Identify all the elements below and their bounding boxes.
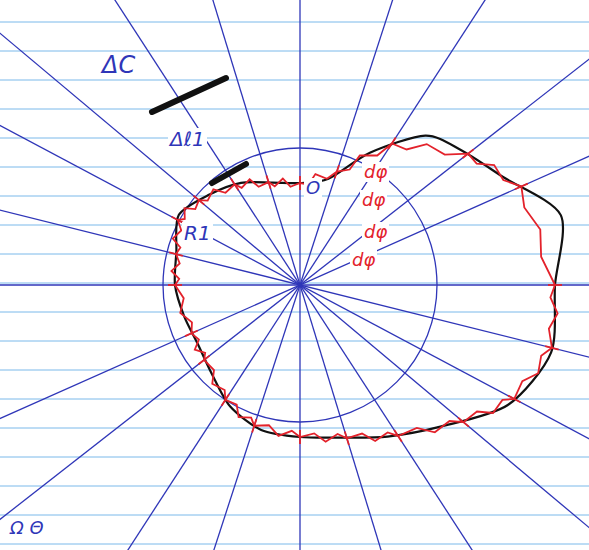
vertex-tick <box>231 178 239 190</box>
vertex-tick <box>252 419 256 432</box>
vertex-tick <box>185 330 198 336</box>
rule-line <box>0 399 589 400</box>
rule-line <box>0 312 589 313</box>
vertex-tick <box>545 346 559 349</box>
symbol-label: O <box>304 178 322 198</box>
vertex-tick <box>463 149 474 158</box>
label-slot: dφ <box>362 222 389 242</box>
label-slot: ΔC <box>100 52 137 78</box>
rule-line <box>0 370 589 371</box>
arc-element <box>152 78 226 112</box>
label-slot: O <box>304 178 322 198</box>
rule-line <box>0 80 589 81</box>
rule-line <box>0 254 589 255</box>
rule-line <box>0 428 589 429</box>
label-slot: Δℓ1 <box>168 128 207 150</box>
rule-line <box>0 486 589 487</box>
vertex-tick <box>169 252 183 255</box>
radial-line <box>0 26 589 543</box>
vertex-tick <box>458 418 469 427</box>
rule-line <box>0 138 589 139</box>
rule-line <box>0 515 589 516</box>
vertex-tick <box>299 430 301 444</box>
rule-line <box>0 457 589 458</box>
vertex-tick <box>266 175 270 188</box>
angle-label: dφ <box>360 190 387 210</box>
label-slot: dφ <box>362 162 389 182</box>
polygon-approximation <box>171 143 557 441</box>
rule-line <box>0 544 589 545</box>
vertex-tick <box>394 430 402 442</box>
radial-line <box>0 88 589 482</box>
symbol-label: Δℓ1 <box>168 128 207 150</box>
vertex-tick <box>515 184 528 190</box>
radial-line <box>299 0 300 550</box>
vertex-tick <box>345 432 349 445</box>
vertex-tick <box>199 356 210 365</box>
vertex-tick <box>222 394 230 406</box>
vertex-tick <box>335 165 339 178</box>
label-slot: dφ <box>350 250 377 270</box>
vertex-tick <box>508 396 520 403</box>
rule-line <box>0 22 589 23</box>
vertex-tick <box>548 284 562 286</box>
radial-line <box>0 284 589 285</box>
vertex-tick <box>168 284 182 286</box>
angle-label: dφ <box>362 222 389 242</box>
label-slot: Ω Θ <box>8 518 46 538</box>
symbol-label: ΔC <box>100 52 137 78</box>
arc-element <box>212 164 246 183</box>
circle-r1 <box>163 148 437 422</box>
angle-label: dφ <box>350 250 377 270</box>
rule-line <box>0 225 589 226</box>
vertex-tick <box>194 196 205 205</box>
rule-line <box>0 109 589 110</box>
label-slot: R1 <box>182 222 213 244</box>
radial-line <box>71 0 528 550</box>
vertex-tick <box>299 176 301 190</box>
rule-line <box>0 167 589 168</box>
angle-label: dφ <box>362 162 389 182</box>
label-slot: dφ <box>360 190 387 210</box>
radial-line <box>0 183 589 386</box>
rule-line <box>0 341 589 342</box>
radial-line <box>0 114 589 456</box>
symbol-label: Ω Θ <box>8 518 46 538</box>
vertex-tick <box>388 138 396 150</box>
rule-line <box>0 51 589 52</box>
symbol-label: R1 <box>182 222 213 244</box>
